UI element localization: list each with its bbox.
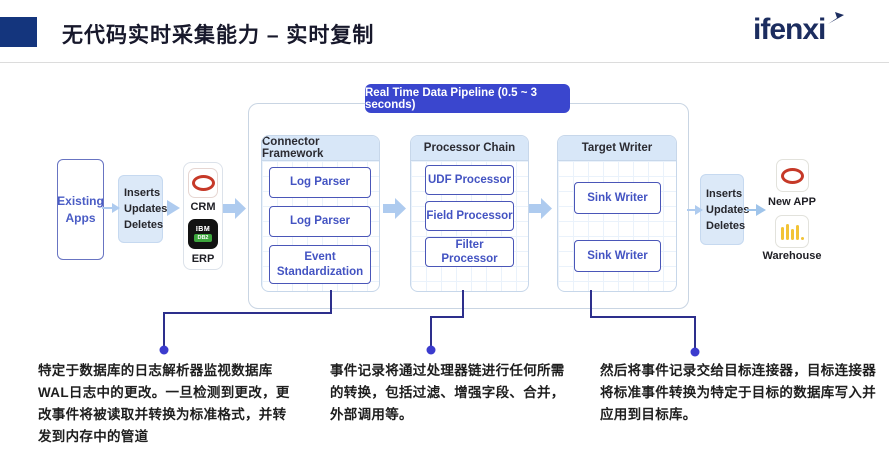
column-processor-chain: Processor Chain UDF Processor Field Proc… xyxy=(410,135,529,292)
node-log-parser-2: Log Parser xyxy=(269,206,371,237)
column-body: Log Parser Log Parser Event Standardizat… xyxy=(262,161,379,291)
change-deletes: Deletes xyxy=(124,219,164,231)
column-title: Processor Chain xyxy=(411,136,528,161)
new-app-label: New APP xyxy=(768,196,816,208)
column-body: UDF Processor Field Processor Filter Pro… xyxy=(411,161,528,291)
arrow-changes-to-systems xyxy=(167,200,180,216)
callout-dot xyxy=(159,345,169,355)
callout-dot xyxy=(690,347,700,357)
note-target: 然后将事件记录交给目标连接器，目标连接器将标准事件转换为特定于目标的数据库写入并… xyxy=(600,363,876,422)
column-title: Target Writer xyxy=(558,136,676,161)
existing-apps-box: Existing Apps xyxy=(57,159,104,260)
change-updates: Updates xyxy=(124,203,168,215)
header-accent-block xyxy=(0,17,37,47)
target-changes-box: Inserts Updates Deletes xyxy=(700,174,750,245)
oracle-crm-icon xyxy=(188,168,218,198)
callout-dot xyxy=(426,345,436,355)
ibm-db2-icon: IBM DB2 xyxy=(188,219,218,249)
node-field-processor: Field Processor xyxy=(425,201,514,231)
node-sink-writer-2: Sink Writer xyxy=(574,240,661,272)
header-divider xyxy=(0,62,889,63)
node-udf-processor: UDF Processor xyxy=(425,165,514,195)
node-event-standardization: Event Standardization xyxy=(269,245,371,284)
crm-label: CRM xyxy=(190,201,216,213)
new-app-icon xyxy=(776,159,809,192)
node-log-parser-1: Log Parser xyxy=(269,167,371,198)
source-systems-panel: CRM IBM DB2 ERP xyxy=(183,162,223,270)
warehouse-label: Warehouse xyxy=(762,250,822,262)
column-title: Connector Framework xyxy=(262,136,379,161)
node-sink-writer-1: Sink Writer xyxy=(574,182,661,214)
change-deletes: Deletes xyxy=(706,219,746,232)
warehouse-bars-icon xyxy=(780,223,804,240)
change-updates: Updates xyxy=(706,203,750,216)
source-changes-box: Inserts Updates Deletes xyxy=(118,175,168,243)
ifenxi-logo: ifenxi xyxy=(753,13,826,46)
ibm-logo-text: IBM xyxy=(195,226,211,233)
page-title: 无代码实时采集能力 – 实时复制 xyxy=(62,24,375,47)
db2-chip: DB2 xyxy=(194,234,212,242)
change-inserts: Inserts xyxy=(706,187,743,200)
pipeline-badge: Real Time Data Pipeline (0.5 ~ 3 seconds… xyxy=(365,84,570,113)
note-processor: 事件记录将通过处理器链进行任何所需的转换，包括过滤、增强字段、合并，外部调用等。 xyxy=(330,363,565,422)
arrow-into-pipeline xyxy=(223,198,246,219)
column-target-writer: Target Writer Sink Writer Sink Writer xyxy=(557,135,677,292)
oracle-logo-icon xyxy=(191,175,215,191)
node-filter-processor: Filter Processor xyxy=(425,237,514,267)
change-inserts: Inserts xyxy=(124,187,161,199)
erp-label: ERP xyxy=(191,253,215,265)
existing-apps-label: Existing Apps xyxy=(57,193,104,225)
column-body: Sink Writer Sink Writer xyxy=(558,161,676,291)
logo-arrow-icon xyxy=(828,12,844,24)
note-connector: 特定于数据库的日志解析器监视数据库WAL日志中的更改。一旦检测到更改，更改事件将… xyxy=(38,363,290,444)
warehouse-icon xyxy=(775,215,809,248)
column-connector-framework: Connector Framework Log Parser Log Parse… xyxy=(261,135,380,292)
oracle-logo-icon xyxy=(781,167,804,184)
